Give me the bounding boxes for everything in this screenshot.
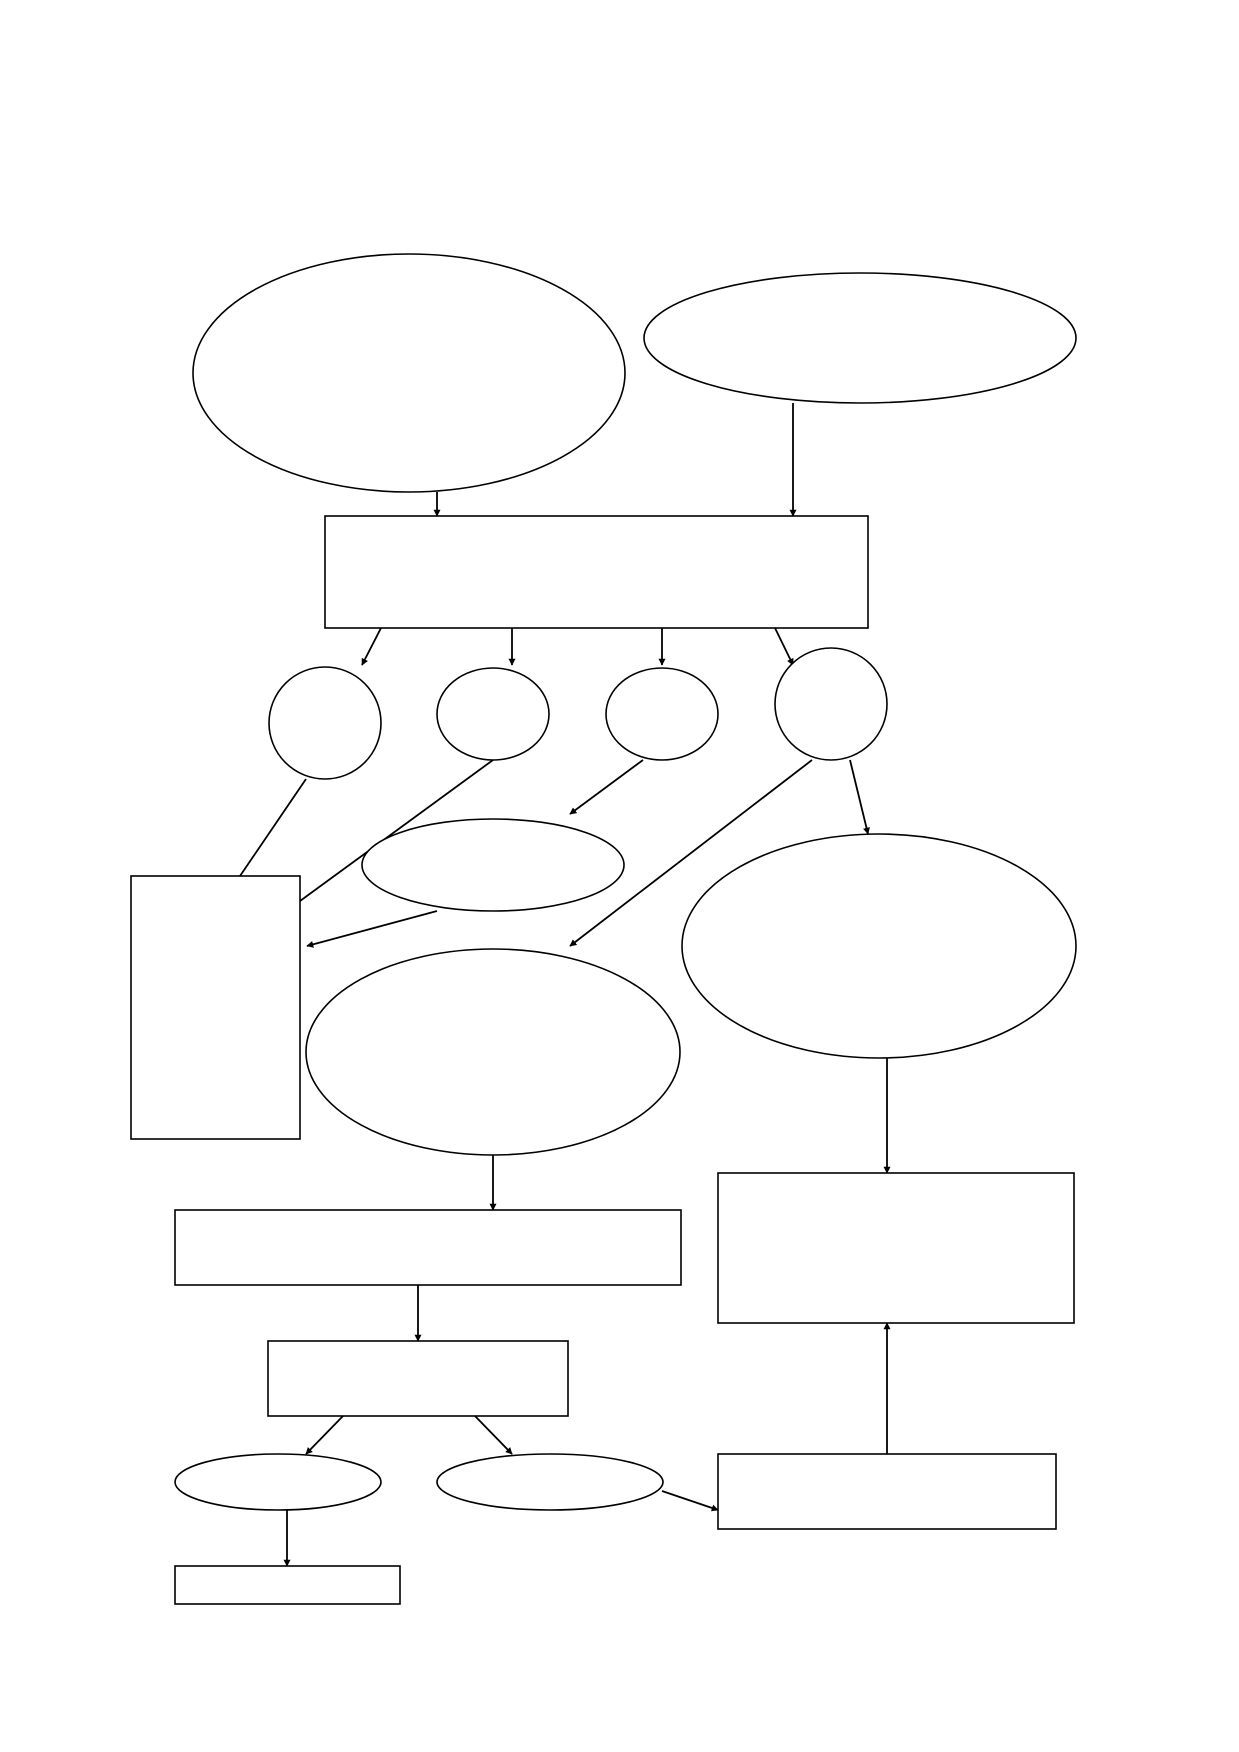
- arrow-n7-to-n11: [849, 759, 870, 835]
- node-circle-6: [605, 667, 719, 761]
- arrow-n14-to-n15: [305, 1415, 344, 1455]
- arrow-n14-to-n16: [474, 1415, 513, 1455]
- arrow-n16-to-n18: [661, 1490, 719, 1512]
- node-circle-7: [774, 647, 888, 761]
- node-ellipse-16: [436, 1453, 664, 1511]
- arrow-n6-to-n8: [569, 759, 644, 815]
- arrow-n3-to-n7: [774, 627, 794, 666]
- node-ellipse-1: [192, 253, 626, 493]
- node-ellipse-11: [681, 833, 1077, 1059]
- node-circle-5: [436, 667, 550, 761]
- arrow-n3-to-n4: [361, 627, 382, 666]
- line-n4-to-n9: [239, 778, 307, 877]
- node-circle-4: [268, 666, 382, 780]
- connector-layer: [239, 403, 891, 1567]
- node-rectangle-12: [174, 1209, 682, 1286]
- node-ellipse-15: [174, 1453, 382, 1511]
- node-rectangle-14: [267, 1340, 569, 1417]
- node-rectangle-13: [717, 1172, 1075, 1324]
- node-rectangle-17: [174, 1565, 401, 1605]
- line-n5-to-n9: [299, 759, 494, 902]
- node-ellipse-10: [305, 948, 681, 1156]
- node-rectangle-3: [324, 515, 869, 629]
- arrow-n7-to-n10: [569, 759, 813, 947]
- node-rectangle-9: [130, 875, 301, 1140]
- node-ellipse-8: [361, 818, 625, 912]
- node-layer: [130, 253, 1077, 1605]
- node-rectangle-18: [717, 1453, 1057, 1530]
- node-ellipse-2: [643, 272, 1077, 404]
- arrow-n8-to-n9: [306, 910, 438, 948]
